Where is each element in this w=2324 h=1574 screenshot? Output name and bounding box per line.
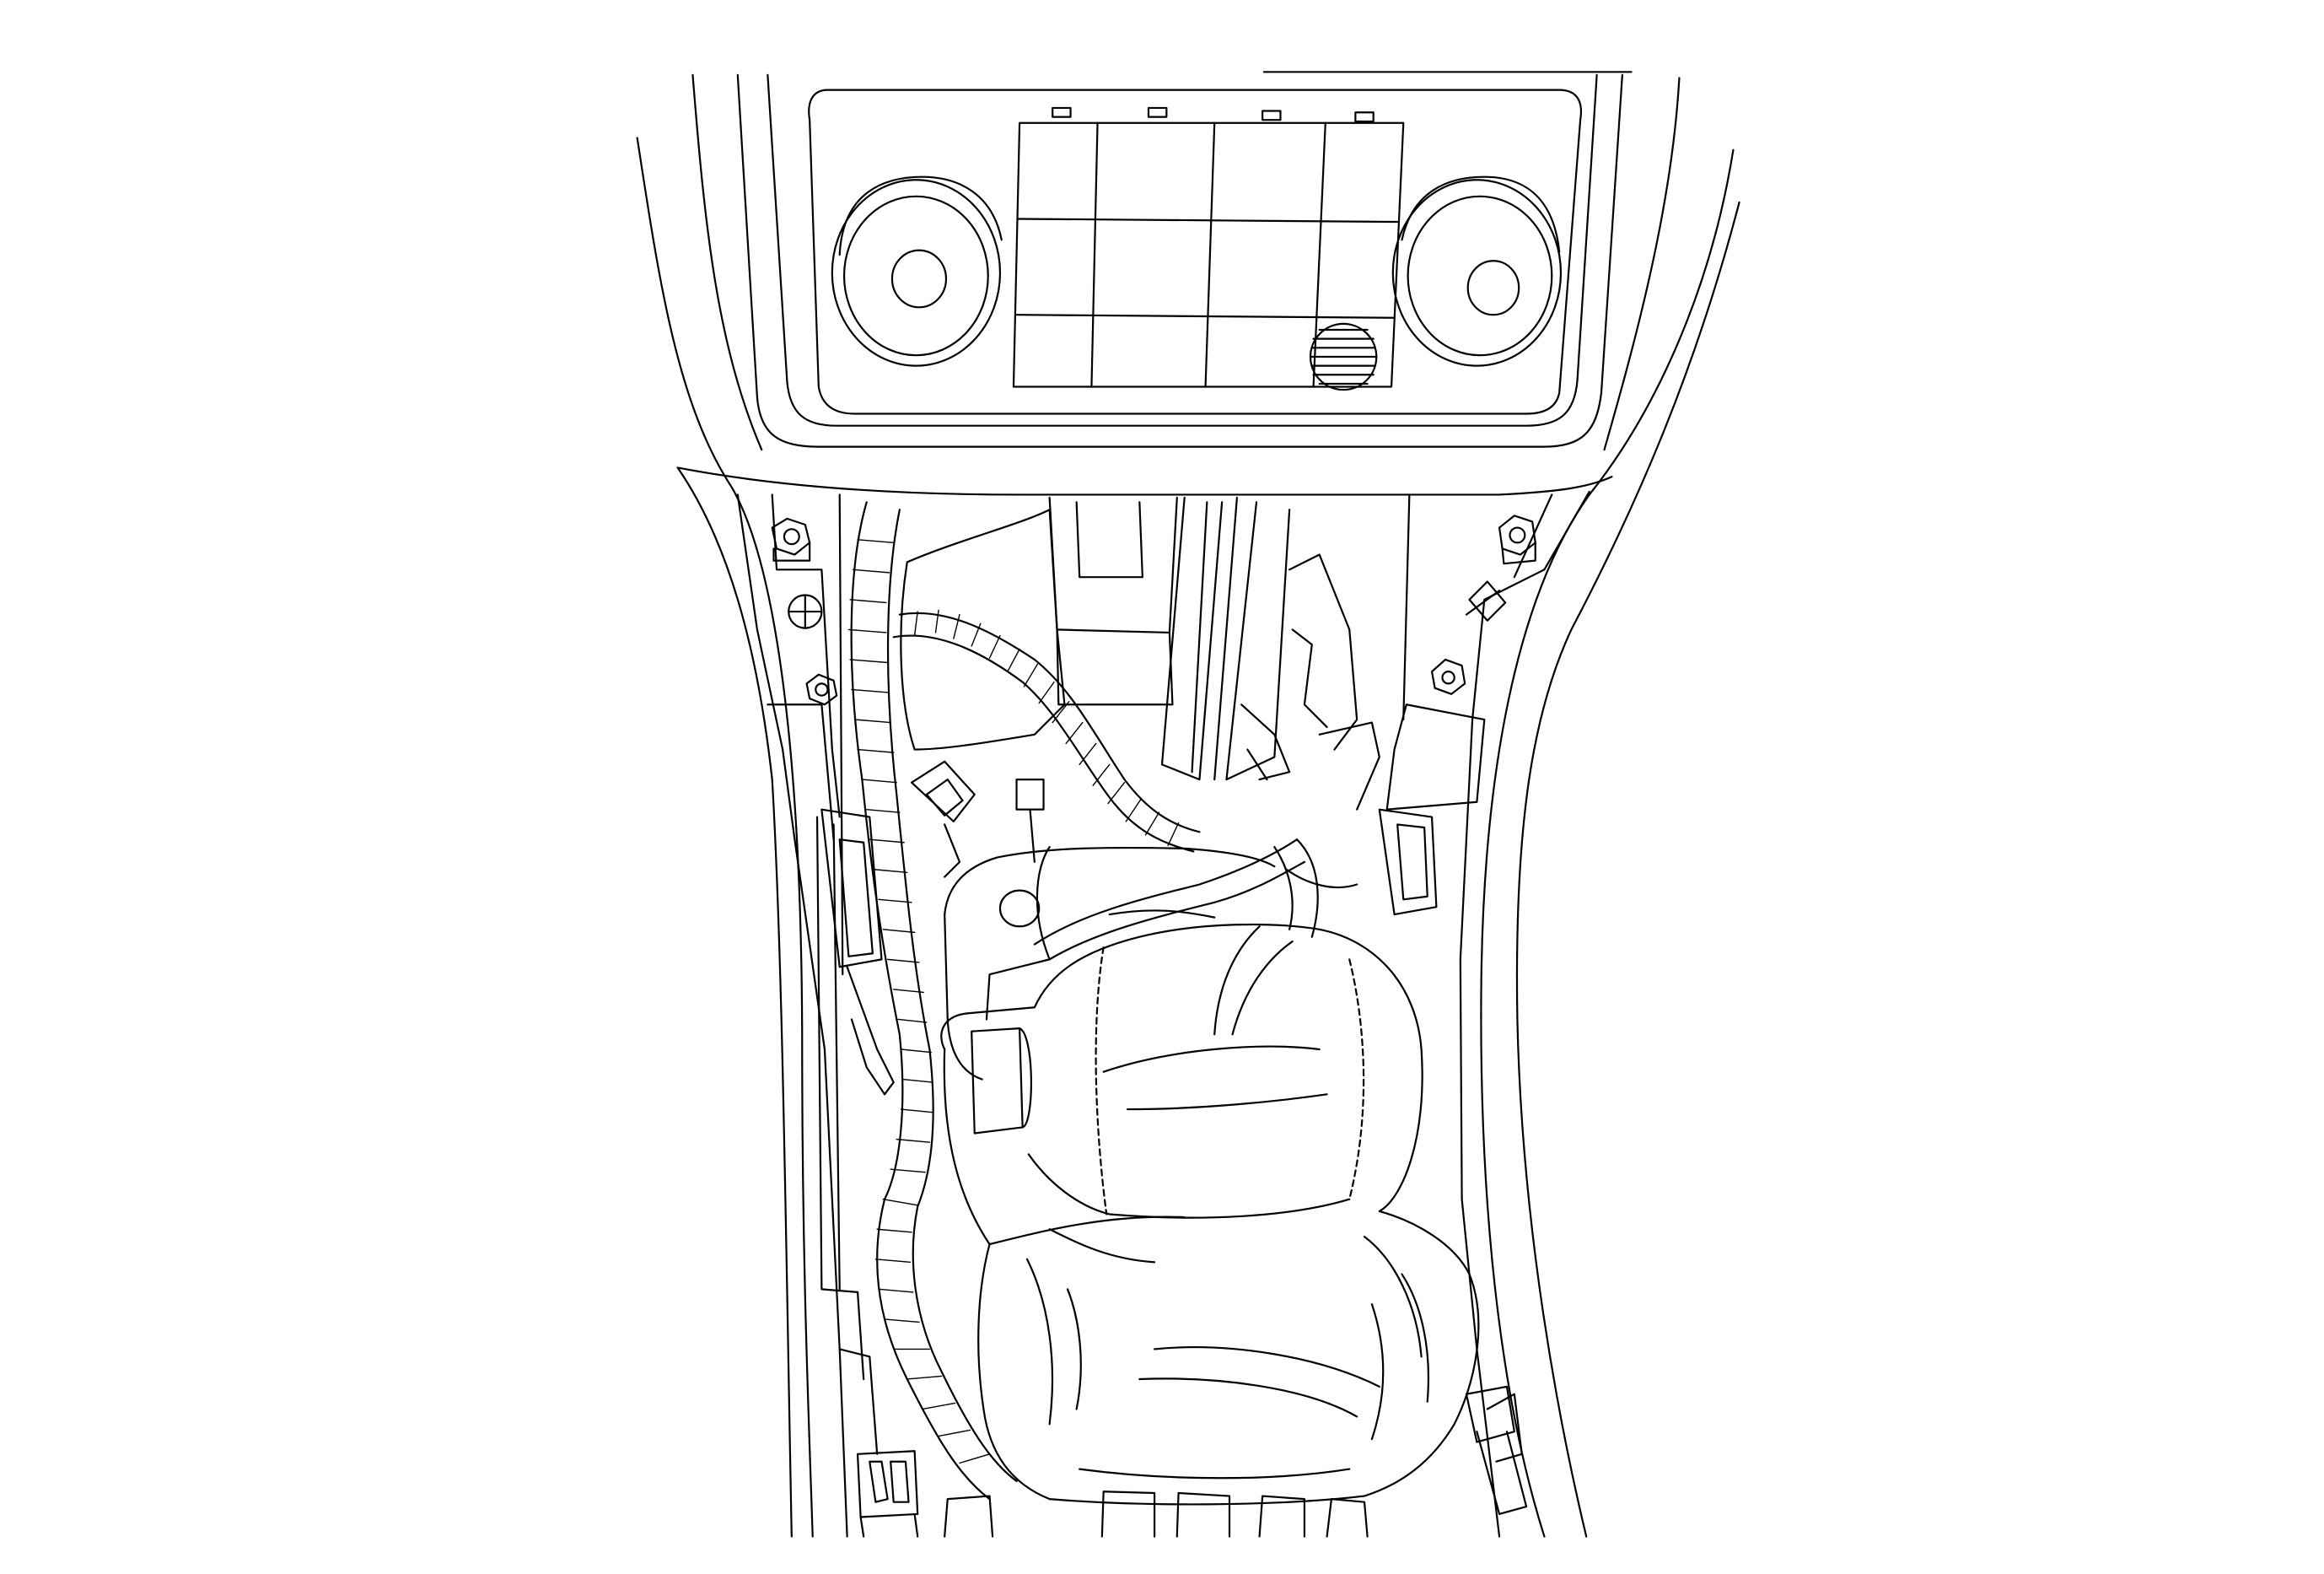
control-knob-icon bbox=[832, 177, 1002, 366]
connector-clip-icon bbox=[858, 1451, 917, 1536]
wiring-harness-icon bbox=[1035, 839, 1357, 959]
hex-bolt-icon bbox=[1499, 515, 1536, 563]
shifter-linkage bbox=[1241, 555, 1380, 810]
radio-face-plate bbox=[809, 90, 1581, 414]
radio-button-grid bbox=[1014, 123, 1403, 387]
clip-fastener-icon bbox=[788, 596, 821, 628]
speaker-grille-icon bbox=[1310, 324, 1376, 390]
indicator-slot bbox=[1149, 108, 1166, 117]
hex-bolt-icon bbox=[807, 675, 837, 705]
control-knob-icon bbox=[1393, 177, 1561, 366]
console-base-tabs bbox=[840, 1349, 1368, 1536]
connector-clip-icon bbox=[1017, 779, 1044, 862]
mounting-hole bbox=[1000, 891, 1039, 927]
shifter-base-plate bbox=[944, 847, 1274, 1079]
console-outer-trim bbox=[637, 72, 1740, 1536]
console-opening bbox=[738, 492, 1590, 1537]
clip-fastener-icon bbox=[1466, 582, 1505, 621]
left-mounting-bracket bbox=[821, 810, 893, 1095]
indicator-slot bbox=[1355, 112, 1373, 121]
connector-clip-icon bbox=[912, 762, 975, 877]
shift-boot-icon bbox=[941, 924, 1478, 1504]
radio-bezel bbox=[738, 75, 1622, 447]
connector-clip-icon bbox=[1466, 1387, 1526, 1514]
hex-bolt-icon bbox=[772, 519, 810, 561]
wiring-harness-icon bbox=[848, 502, 1016, 1499]
insulation-cover bbox=[901, 509, 1064, 749]
left-trim-strip bbox=[817, 817, 863, 1379]
hex-bolt-icon bbox=[1432, 660, 1465, 694]
wiring-harness-icon bbox=[894, 610, 1200, 851]
shifter-rail bbox=[1162, 498, 1289, 779]
right-mounting-bracket bbox=[1380, 704, 1484, 914]
indicator-slot bbox=[1052, 108, 1070, 117]
hvac-module bbox=[1050, 498, 1177, 704]
indicator-slot bbox=[1262, 111, 1280, 121]
